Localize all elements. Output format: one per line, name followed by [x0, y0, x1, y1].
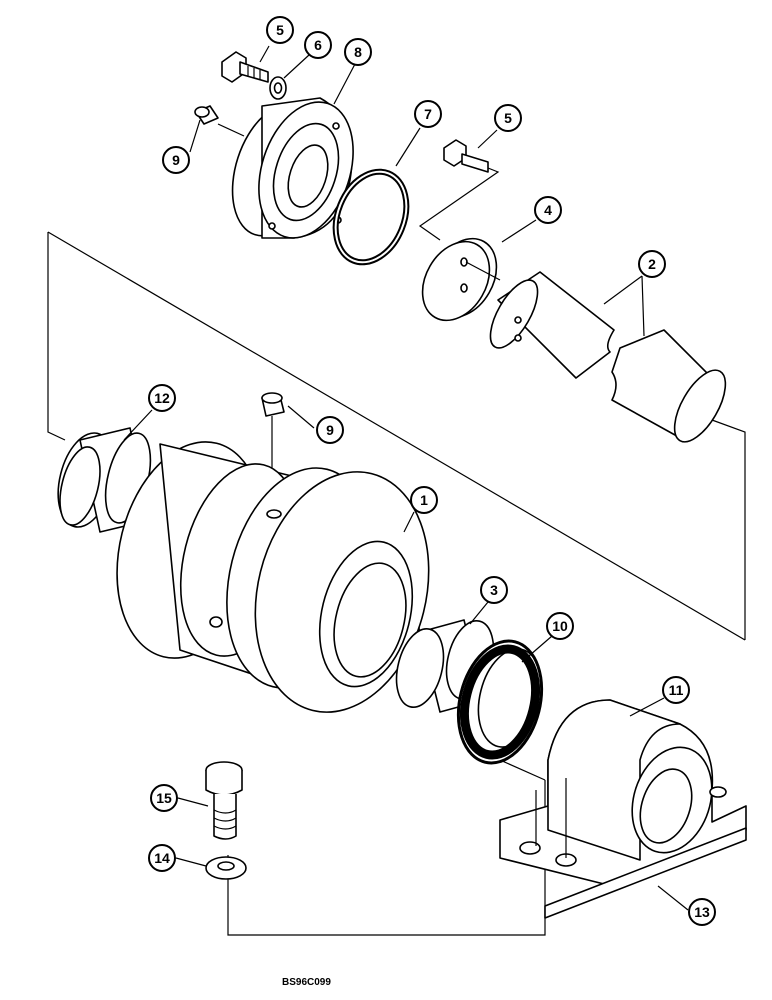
flat-washer — [205, 856, 247, 880]
callout-balloon: 1 — [410, 486, 438, 514]
callout-label: 7 — [424, 106, 432, 122]
callout-balloon: 4 — [534, 196, 562, 224]
callout-balloon: 5 — [266, 16, 294, 44]
callout-label: 15 — [156, 790, 172, 806]
callout-label: 4 — [544, 202, 552, 218]
plug-upper — [194, 105, 245, 137]
callout-label: 3 — [490, 582, 498, 598]
cap-screw-right — [418, 139, 500, 241]
callout-label: 6 — [314, 37, 322, 53]
callout-label: 2 — [648, 256, 656, 272]
callout-label: 10 — [552, 618, 568, 634]
callout-label: 5 — [276, 22, 284, 38]
callout-label: 8 — [354, 44, 362, 60]
callout-balloon: 6 — [304, 31, 332, 59]
plug-lower — [261, 392, 285, 512]
callout-label: 1 — [420, 492, 428, 508]
callout-label: 9 — [172, 152, 180, 168]
callout-balloon: 2 — [638, 250, 666, 278]
duo-cone-seal — [456, 639, 544, 765]
callout-balloon: 11 — [662, 676, 690, 704]
callout-balloon: 9 — [316, 416, 344, 444]
callout-balloon: 3 — [480, 576, 508, 604]
callout-balloon: 12 — [148, 384, 176, 412]
callout-balloon: 15 — [150, 784, 178, 812]
shaft — [489, 271, 727, 443]
mounting-bolt — [205, 761, 243, 840]
lock-washer — [269, 76, 287, 100]
callout-label: 14 — [154, 850, 170, 866]
callout-balloon: 7 — [414, 100, 442, 128]
cap-screw-upper — [221, 51, 269, 83]
callout-balloon: 8 — [344, 38, 372, 66]
callout-balloon: 5 — [494, 104, 522, 132]
callout-label: 13 — [694, 904, 710, 920]
callout-label: 9 — [326, 422, 334, 438]
carrier-roller-body — [116, 441, 430, 713]
callout-label: 12 — [154, 390, 170, 406]
callout-balloon: 10 — [546, 612, 574, 640]
callout-balloon: 13 — [688, 898, 716, 926]
figure-code: BS96C099 — [282, 977, 331, 988]
callout-label: 5 — [504, 110, 512, 126]
callout-label: 11 — [669, 682, 684, 698]
thrust-plate — [421, 237, 501, 322]
roller-support-bracket — [499, 699, 747, 919]
end-cap-flange — [231, 97, 354, 239]
callout-balloon: 14 — [148, 844, 176, 872]
o-ring — [332, 168, 410, 266]
callout-balloon: 9 — [162, 146, 190, 174]
callout-leader-lines — [123, 45, 689, 911]
